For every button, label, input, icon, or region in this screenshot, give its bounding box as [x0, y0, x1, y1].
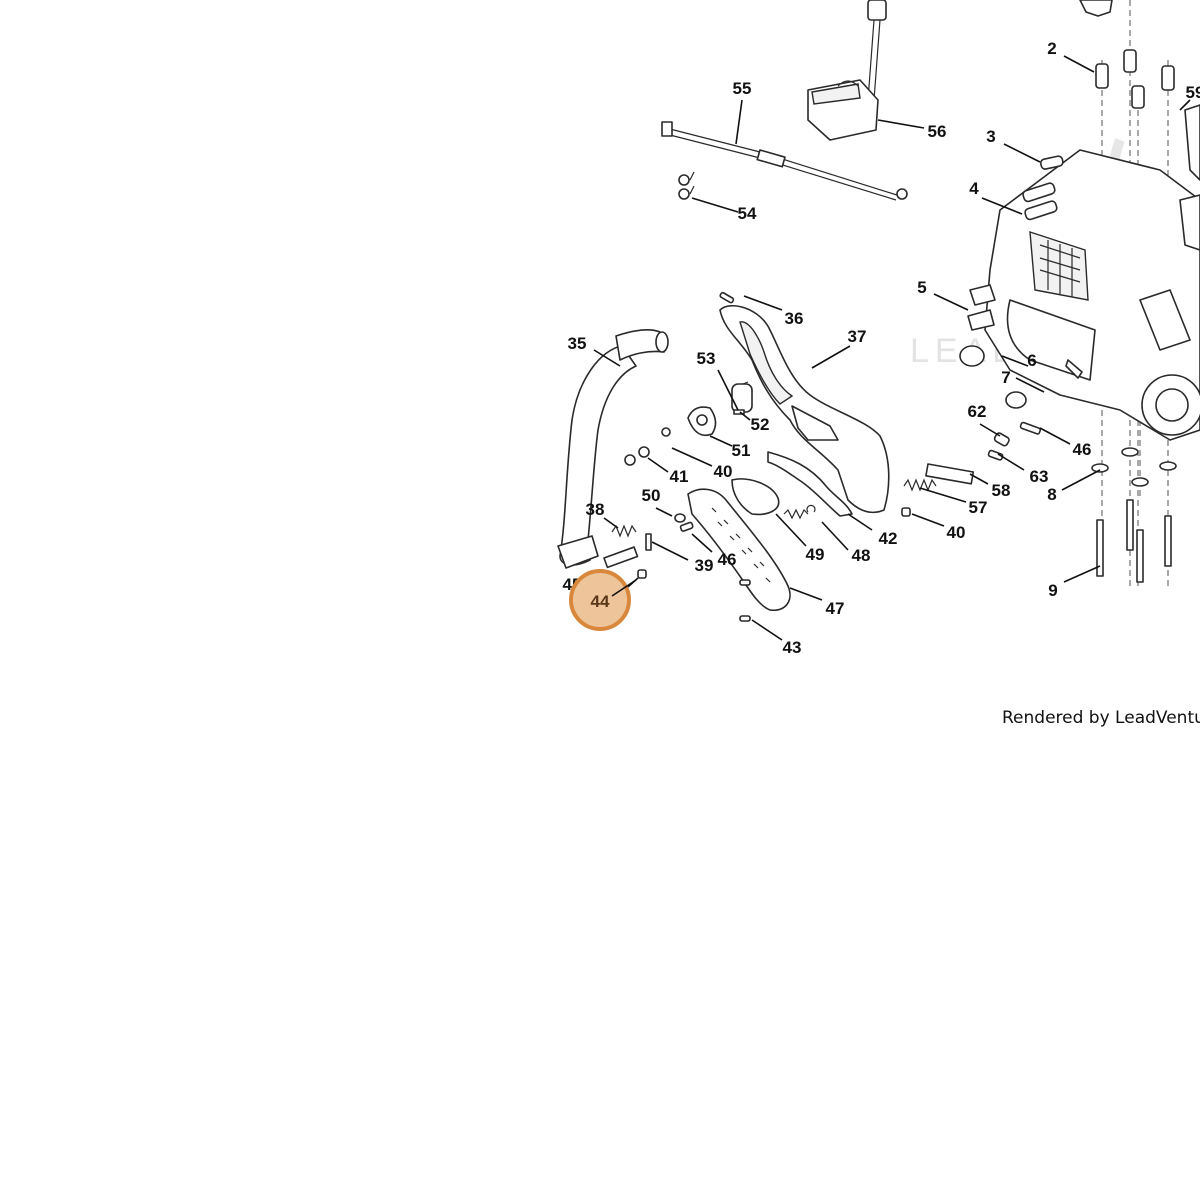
callout-46b: 46 — [1073, 440, 1092, 459]
callout-56: 56 — [928, 122, 947, 141]
callout-62: 62 — [968, 402, 987, 421]
callout-5: 5 — [917, 278, 926, 297]
callout-43: 43 — [783, 638, 802, 657]
callout-labels: 2345678935363738394040414243454646474849… — [563, 39, 1200, 657]
callout-9: 9 — [1048, 581, 1057, 600]
callout-42: 42 — [879, 529, 898, 548]
callout-46a: 46 — [718, 550, 737, 569]
crankcase-assembly — [901, 0, 1200, 590]
callout-40a: 40 — [714, 462, 733, 481]
callout-38: 38 — [586, 500, 605, 519]
callout-7: 7 — [1001, 368, 1010, 387]
callout-47: 47 — [826, 599, 845, 618]
callout-58: 58 — [992, 481, 1011, 500]
callout-49: 49 — [806, 545, 825, 564]
callout-50: 50 — [642, 486, 661, 505]
highlight-marker[interactable]: 44 — [569, 569, 637, 631]
callout-8: 8 — [1047, 485, 1056, 504]
callout-37: 37 — [848, 327, 867, 346]
callout-53: 53 — [697, 349, 716, 368]
callout-55: 55 — [733, 79, 752, 98]
callout-35: 35 — [568, 334, 587, 353]
callout-48: 48 — [852, 546, 871, 565]
callout-63: 63 — [1030, 467, 1049, 486]
callout-4: 4 — [969, 179, 979, 198]
handle-assembly — [557, 291, 890, 622]
render-credit: Rendered by LeadVentur — [1002, 708, 1200, 728]
ignition-parts — [661, 0, 908, 201]
callout-41: 41 — [670, 467, 689, 486]
callout-51: 51 — [732, 441, 751, 460]
callout-3: 3 — [986, 127, 995, 146]
callout-54: 54 — [738, 204, 757, 223]
callout-57: 57 — [969, 498, 988, 517]
callout-39: 39 — [695, 556, 714, 575]
callout-2: 2 — [1047, 39, 1056, 58]
callout-36: 36 — [785, 309, 804, 328]
highlight-label: 44 — [591, 592, 610, 611]
callout-52: 52 — [751, 415, 770, 434]
callout-40b: 40 — [947, 523, 966, 542]
callout-6: 6 — [1027, 351, 1036, 370]
callout-59: 59 — [1186, 83, 1200, 102]
